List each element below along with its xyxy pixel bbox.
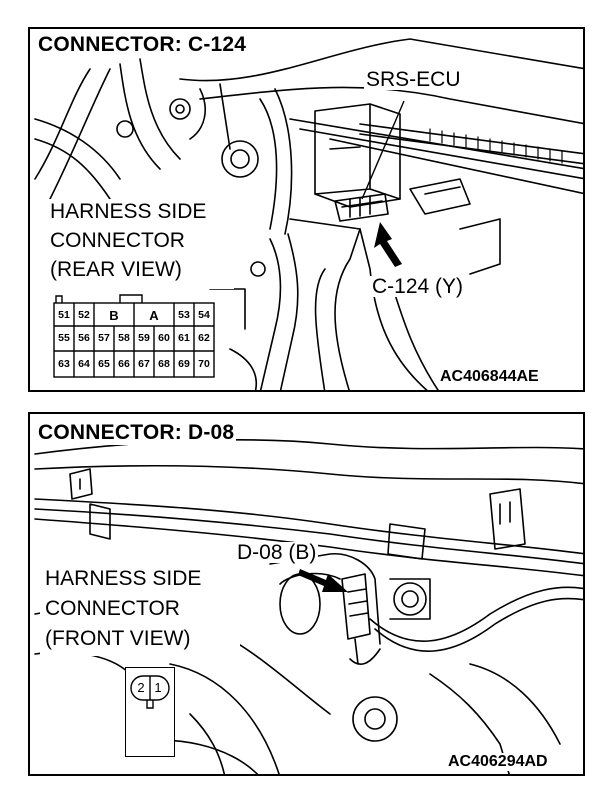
harness-label-line-3: (FRONT VIEW) [45,627,191,650]
pin-69: 69 [178,358,190,370]
panel-title: CONNECTOR: C-124 [36,33,249,57]
pin-56: 56 [78,332,90,344]
component-label: SRS-ECU [364,68,463,91]
harness-label-line-2: CONNECTOR [45,597,180,620]
pin-a: A [149,308,159,323]
pin-60: 60 [158,332,170,344]
pin-68: 68 [158,358,170,370]
pin-58: 58 [118,332,130,344]
harness-label-block: HARNESS SIDE CONNECTOR (FRONT VIEW) [40,564,240,656]
pin-59: 59 [138,332,150,344]
connector-d08-face: 2 1 [125,667,175,757]
pin-1: 1 [154,680,162,695]
connector-outline [53,294,215,378]
harness-label-block: HARNESS SIDE CONNECTOR (REAR VIEW) [44,199,234,289]
pin-55: 55 [58,332,70,344]
pin-64: 64 [78,358,90,370]
pin-63: 63 [58,358,70,370]
connector-callout: C-124 (Y) [370,275,466,298]
pin-66: 66 [118,358,130,370]
harness-label-line-1: HARNESS SIDE [50,200,207,223]
connector-c124-panel: CONNECTOR: C-124 SRS-ECU HARNESS SIDE CO… [28,27,585,392]
pin-51: 51 [58,309,70,321]
connector-d08-panel: CONNECTOR: D-08 D-08 (B) HARNESS SIDE CO… [28,412,585,776]
pin-61: 61 [178,332,190,344]
harness-label-line-3: (REAR VIEW) [50,258,182,281]
panel-title: CONNECTOR: D-08 [36,421,237,445]
pin-67: 67 [138,358,150,370]
pin-62: 62 [198,332,210,344]
pin-70: 70 [198,358,210,370]
pin-2: 2 [137,680,145,695]
pin-65: 65 [98,358,110,370]
pin-57: 57 [98,332,110,344]
pin-52: 52 [78,309,90,321]
pin-53: 53 [178,309,190,321]
harness-label-line-1: HARNESS SIDE [45,567,202,590]
figure-code: AC406294AD [446,753,550,771]
connector-c124-face: 51 52 B A 53 54 55 56 57 58 59 60 61 62 … [50,291,218,379]
pin-b: B [109,308,119,323]
connector-outline [130,675,170,709]
harness-label-line-2: CONNECTOR [50,229,185,252]
figure-code: AC406844AE [438,368,541,386]
pin-54: 54 [198,309,210,321]
connector-callout: D-08 (B) [235,541,319,564]
